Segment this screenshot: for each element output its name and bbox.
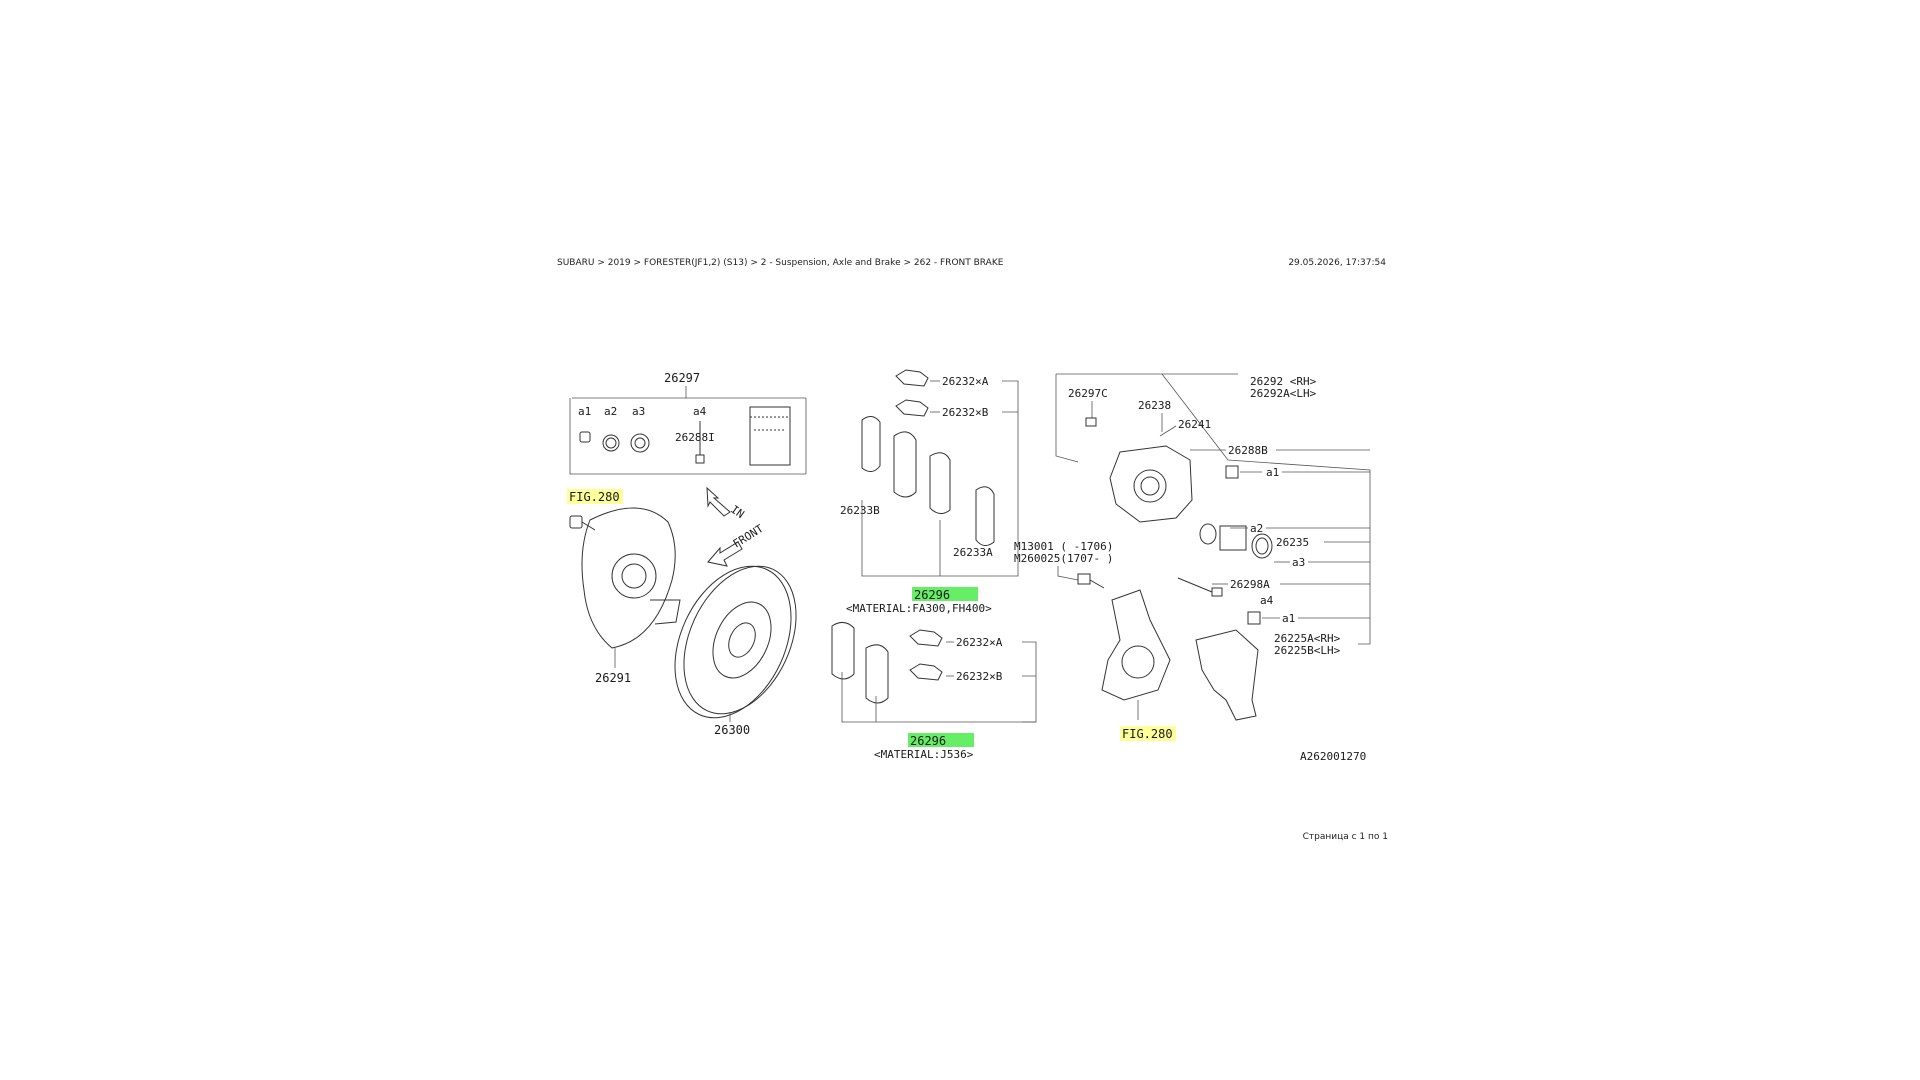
- pad-26296-bottom-highlight: [908, 733, 974, 747]
- guide-pin-icon: [1177, 577, 1223, 597]
- fig280-right-label[interactable]: FIG.280: [1122, 727, 1173, 741]
- caliper-rh-label[interactable]: 26292 <RH>: [1250, 375, 1317, 388]
- pad-clips-bottom: [909, 629, 943, 681]
- arrow-in-label: IN: [728, 503, 746, 521]
- bracket-rh-label[interactable]: 26225A<RH>: [1274, 632, 1341, 645]
- pin-26288B-label[interactable]: 26288B: [1228, 444, 1268, 457]
- part-26297-label[interactable]: 26297: [664, 371, 700, 385]
- backing-plate-26291[interactable]: [581, 507, 681, 649]
- arrow-in-icon: [706, 486, 731, 517]
- clip-bracket-bottom: [1022, 641, 1037, 723]
- bolt-code-2: M260025(1707- ): [1014, 552, 1113, 565]
- pad-26296-bottom-label[interactable]: 26296: [910, 734, 946, 748]
- mount-bolt-icon: [1077, 573, 1105, 589]
- caliper-body[interactable]: [1109, 445, 1193, 523]
- bolt-26297C-label[interactable]: 26297C: [1068, 387, 1108, 400]
- kit-bracket-line: [572, 386, 807, 474]
- fig280-left-label[interactable]: FIG.280: [569, 490, 620, 504]
- fig280-left-highlight: [567, 489, 623, 504]
- clip-bracket-top: [1002, 380, 1019, 577]
- shim-a-label[interactable]: 26233A: [953, 546, 993, 559]
- kit-item-a2[interactable]: a2: [604, 405, 617, 418]
- caliper-right-bracket: [1161, 373, 1371, 645]
- bolt-code-1: M13001 ( -1706): [1014, 540, 1113, 553]
- kit-item-a1[interactable]: a1: [578, 405, 591, 418]
- pad-26296-top-highlight: [912, 587, 978, 601]
- part-26300-label[interactable]: 26300: [714, 723, 750, 737]
- kit-item-a4[interactable]: a4: [693, 405, 707, 418]
- brake-rotor-26300[interactable]: [652, 548, 818, 737]
- part-26288I-label[interactable]: 26288I: [675, 431, 715, 444]
- cap-26241-label[interactable]: 26241: [1178, 418, 1211, 431]
- bolt-icon: [1085, 417, 1097, 427]
- print-timestamp: 29.05.2026, 17:37:54: [1288, 258, 1386, 268]
- bushing-bottom-icon: [1247, 611, 1261, 625]
- guide-26298A-label[interactable]: 26298A: [1230, 578, 1270, 591]
- kit-small-parts: [579, 406, 791, 466]
- clip-a-top-label[interactable]: 26232×A: [942, 375, 989, 388]
- page-counter: Страница с 1 по 1: [1302, 832, 1388, 842]
- piston-seal-set: [1199, 523, 1273, 559]
- breadcrumb: SUBARU > 2019 > FORESTER(JF1,2) (S13) > …: [557, 258, 1004, 268]
- diagram-ref-code: A262001270: [1300, 750, 1366, 763]
- shim-b-label[interactable]: 26233B: [840, 504, 880, 517]
- a1-top-label[interactable]: a1: [1266, 466, 1279, 479]
- kit-box: [569, 398, 806, 475]
- seal-a4-label[interactable]: a4: [1260, 594, 1274, 607]
- hub-bolt: [569, 515, 596, 531]
- arrow-front-icon: [707, 541, 743, 567]
- caliper-bracket[interactable]: [1195, 629, 1259, 721]
- fig280-right-highlight: [1120, 726, 1176, 741]
- pad-26296-top-label[interactable]: 26296: [914, 588, 950, 602]
- seal-a2-label[interactable]: a2: [1250, 522, 1263, 535]
- caliper-lh-label[interactable]: 26292A<LH>: [1250, 387, 1317, 400]
- pad-material-bottom: <MATERIAL:J536>: [874, 748, 974, 761]
- steering-knuckle: [1101, 589, 1171, 701]
- pad-material-top: <MATERIAL:FA300,FH400>: [846, 602, 992, 615]
- kit-item-a3[interactable]: a3: [632, 405, 645, 418]
- bracket-lh-label[interactable]: 26225B<LH>: [1274, 644, 1341, 657]
- bleeder-26238-label[interactable]: 26238: [1138, 399, 1171, 412]
- brake-pads-top[interactable]: [861, 416, 995, 546]
- clip-a-bottom-label[interactable]: 26232×A: [956, 636, 1003, 649]
- part-26291-label[interactable]: 26291: [595, 671, 631, 685]
- pad-bracket-top: [861, 500, 1012, 577]
- arrow-front-label: FRONT: [731, 522, 766, 551]
- pad-bracket-bottom: [841, 672, 1036, 723]
- clip-b-bottom-label[interactable]: 26232×B: [956, 670, 1003, 683]
- seal-a3-label[interactable]: a3: [1292, 556, 1305, 569]
- brake-pads-bottom[interactable]: [831, 622, 889, 704]
- bushing-icon: [1225, 465, 1239, 479]
- piston-26235-label[interactable]: 26235: [1276, 536, 1309, 549]
- pad-clips-top: [895, 369, 929, 417]
- a1-bottom-label[interactable]: a1: [1282, 612, 1295, 625]
- clip-b-top-label[interactable]: 26232×B: [942, 406, 989, 419]
